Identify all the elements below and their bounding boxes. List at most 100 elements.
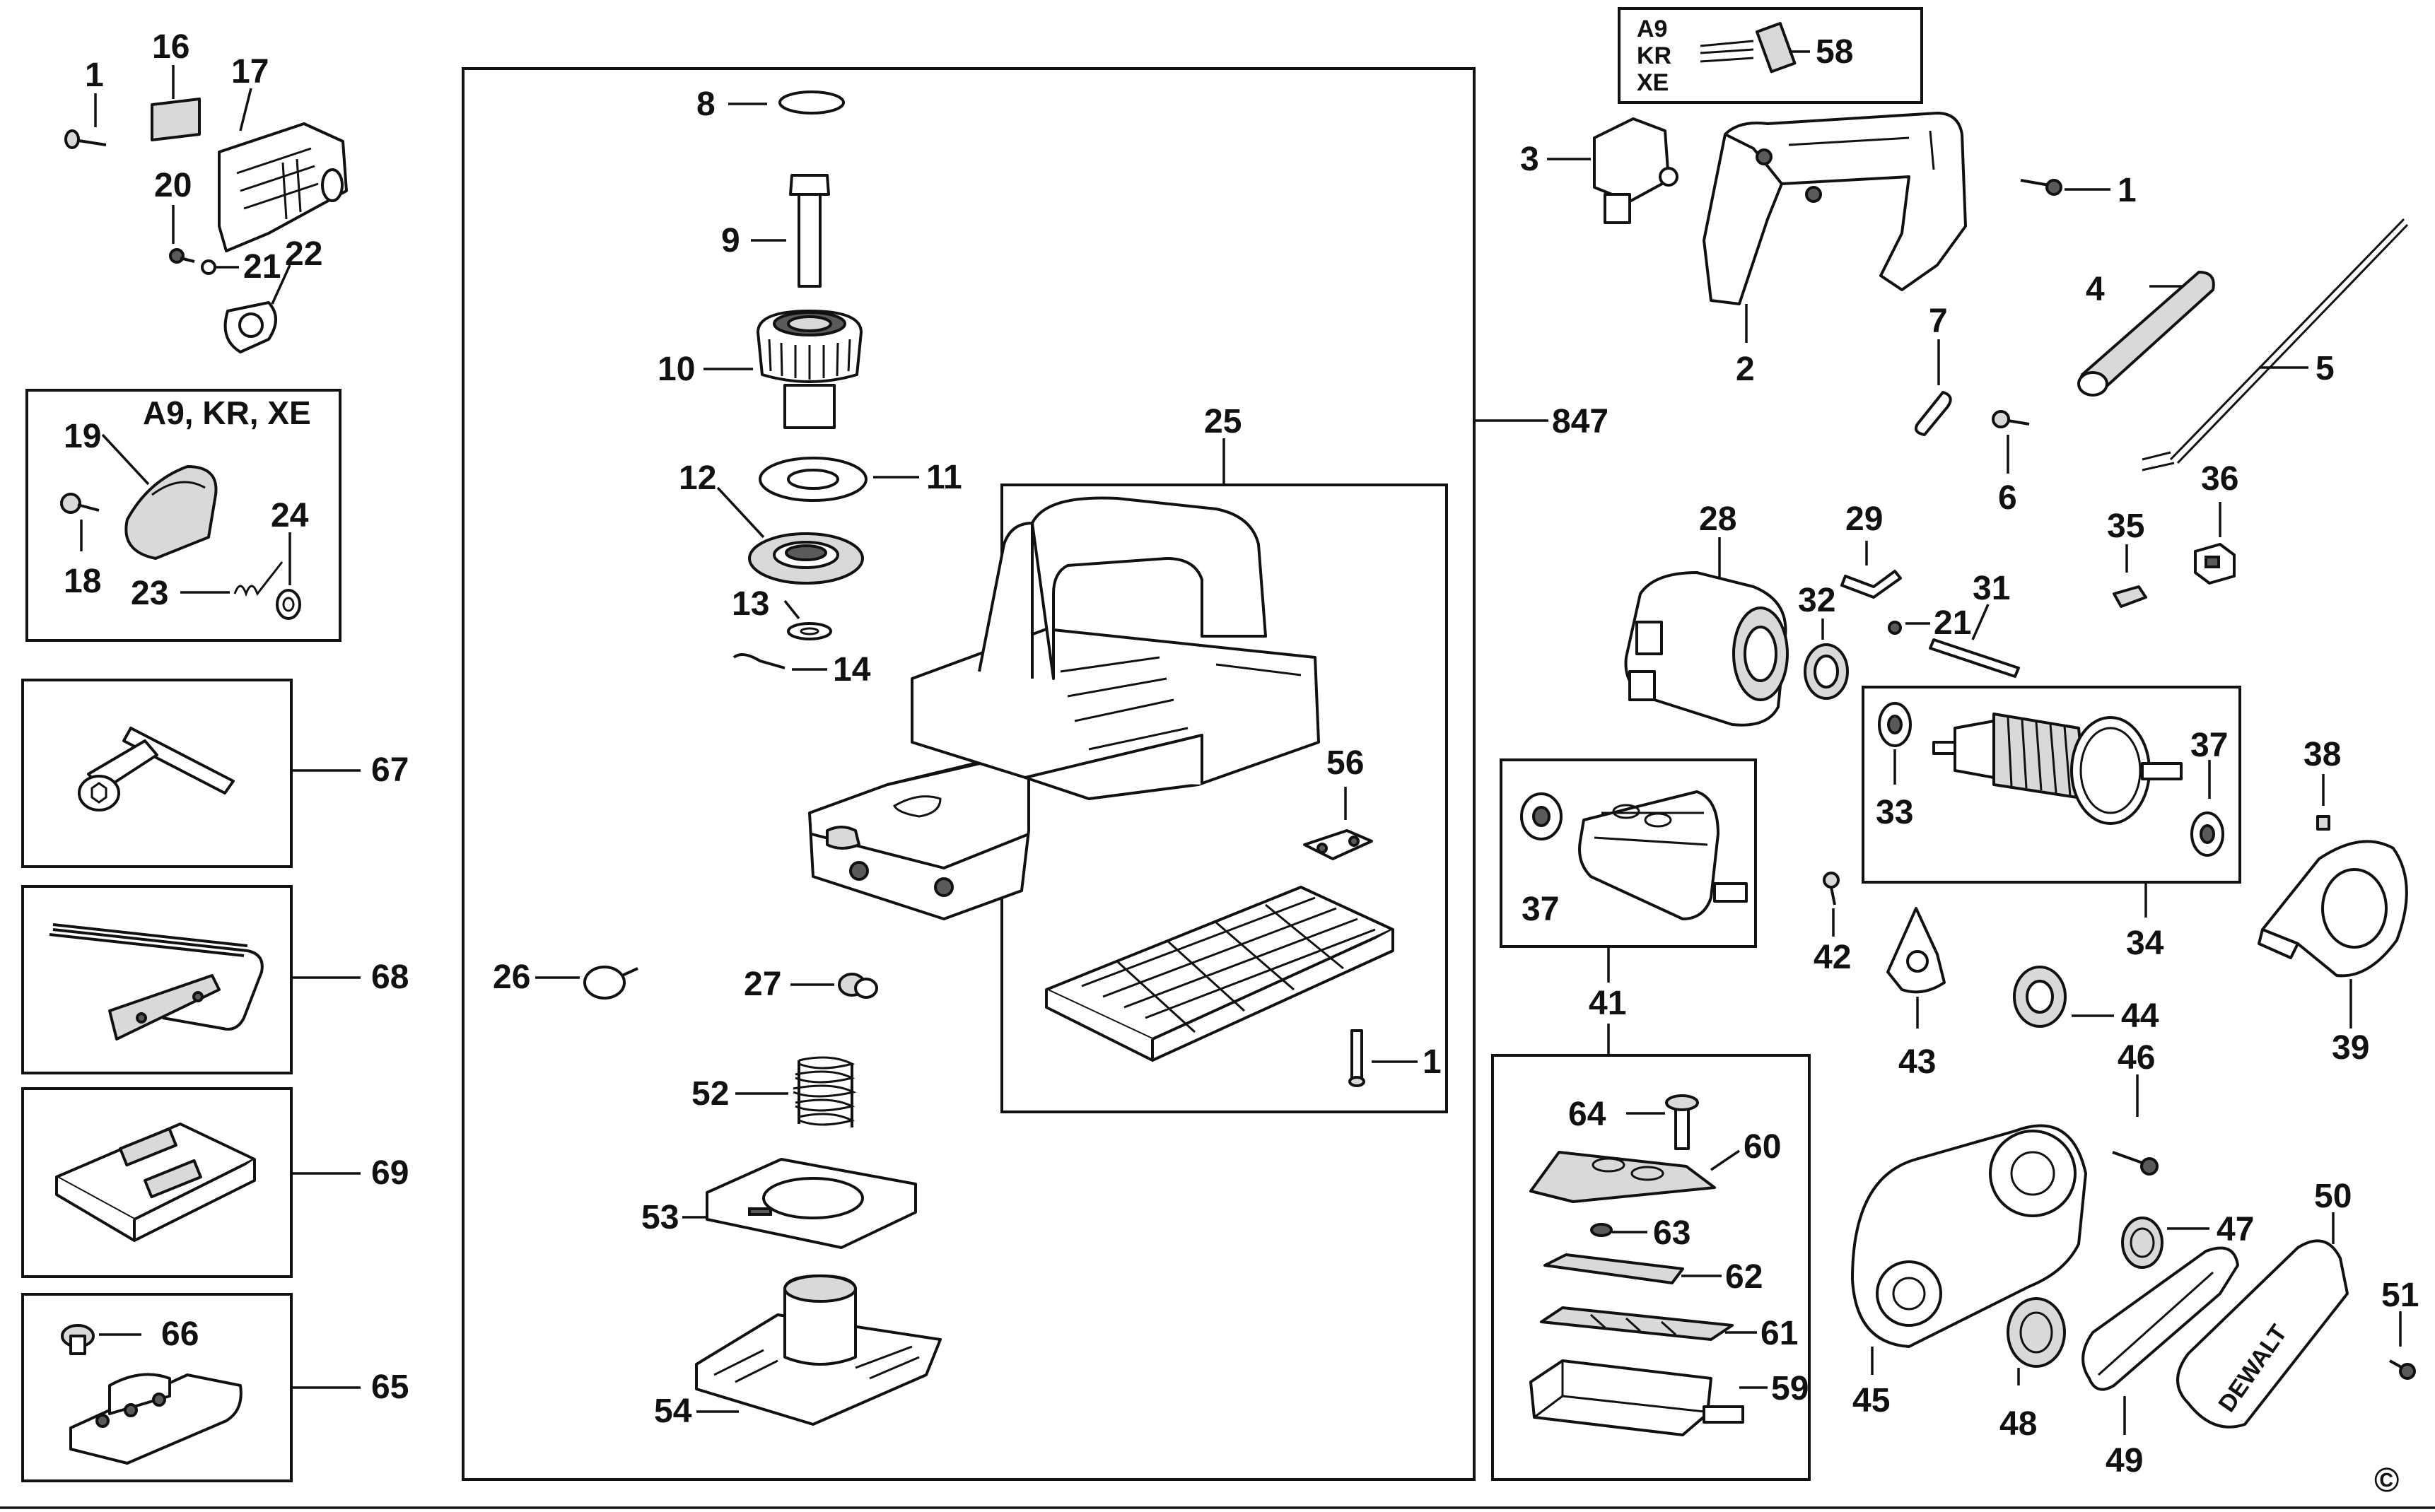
brush-35: [2113, 544, 2147, 608]
base-plate-25: [1045, 886, 1394, 1062]
part-label-18: 18: [64, 563, 101, 600]
part-label-3: 3: [1520, 141, 1539, 178]
frame-59-64: [1491, 1054, 1811, 1481]
part-label-41: 41: [1589, 985, 1626, 1022]
part-label-14: 14: [833, 651, 871, 688]
part-label-54: 54: [654, 1393, 692, 1430]
screw-63: [1590, 1223, 1647, 1237]
part-label-59: 59: [1771, 1370, 1809, 1407]
plate-53: [682, 1158, 917, 1249]
screw-20: [169, 205, 195, 264]
part-label-7: 7: [1929, 303, 1948, 340]
bearing-33: [1878, 702, 1912, 785]
part-label-66: 66: [161, 1315, 199, 1353]
knob-26: [535, 966, 638, 1000]
variant-region-label: A9, KR, XE: [143, 394, 311, 431]
screw-42: [1823, 872, 1840, 937]
frame-69: [21, 1087, 293, 1278]
part-label-10: 10: [658, 351, 695, 388]
part-label-37-34: 37: [2190, 727, 2228, 764]
part-label-21: 21: [243, 248, 281, 286]
screw-51: [2389, 1311, 2416, 1380]
part-label-68: 68: [371, 959, 409, 996]
part-label-39: 39: [2332, 1029, 2369, 1067]
bearing-32: [1804, 619, 1849, 700]
part-label-8: 8: [696, 86, 716, 123]
part-label-50: 50: [2314, 1178, 2352, 1215]
blade-setting-tool-68: [49, 923, 264, 1041]
part-label-32: 32: [1798, 582, 1835, 619]
brush-holder-36: [2194, 502, 2236, 585]
washer-11: [759, 457, 919, 502]
depth-knob-10: [703, 310, 863, 429]
part-label-25: 25: [1204, 403, 1242, 440]
screw-46: [2112, 1074, 2159, 1176]
part-label-2: 2: [1736, 351, 1755, 388]
part-label-56: 56: [1326, 744, 1364, 782]
part-label-847: 847: [1552, 403, 1608, 440]
lever-56: [1303, 787, 1373, 860]
part-label-34: 34: [2126, 925, 2164, 962]
screw-66: [61, 1324, 141, 1355]
frame-58-variant: [1618, 7, 1923, 104]
handle-2: [1703, 112, 1967, 343]
belt-cover-50: DEWALT: [2176, 1212, 2349, 1429]
bearing-12: [716, 486, 864, 585]
cord-5: [2142, 218, 2409, 471]
spring-23: [180, 561, 284, 597]
part-label-9: 9: [721, 222, 740, 259]
thermal-sensor-58: [1700, 22, 1810, 74]
part-label-23: 23: [131, 575, 168, 612]
cord-guard-4: [2077, 271, 2215, 397]
bearing-44: [2013, 966, 2114, 1028]
field-28: [1624, 537, 1789, 727]
part-label-31: 31: [1973, 570, 2010, 607]
part-label-61: 61: [1760, 1315, 1798, 1352]
frame-34: [1862, 686, 2241, 884]
part-label-58: 58: [1816, 33, 1853, 71]
variant-58-kr: KR: [1637, 42, 1671, 69]
wedge-60: [1529, 1149, 1740, 1203]
clip-7: [1915, 339, 1952, 436]
gasket-22: [223, 264, 291, 353]
screw-64: [1626, 1094, 1699, 1150]
base-54: [695, 1274, 942, 1426]
washer-21-left: [201, 259, 239, 275]
part-label-22: 22: [285, 235, 322, 273]
part-label-49: 49: [2106, 1442, 2143, 1479]
part-label-13: 13: [732, 585, 769, 623]
gear-case-45: [1851, 1124, 2087, 1375]
plate-62: [1543, 1253, 1722, 1284]
part-label-51: 51: [2381, 1277, 2419, 1314]
main-assembly-frame: [462, 67, 1476, 1481]
pulley-47: [2121, 1217, 2209, 1269]
bearing-37-in-41: [1520, 792, 1563, 840]
screw-18: [60, 493, 100, 551]
part-label-17: 17: [231, 53, 269, 90]
gasket-43: [1886, 907, 1946, 1028]
part-label-21-right: 21: [1934, 604, 1971, 642]
bearing-37-in-34: [2190, 760, 2224, 857]
part-label-33: 33: [1876, 794, 1913, 831]
part-label-67: 67: [371, 751, 409, 789]
screw-1-right: [2020, 179, 2110, 196]
part-label-6: 6: [1998, 479, 2017, 517]
brush-holder-29: [1840, 541, 1902, 599]
part-label-35: 35: [2107, 508, 2144, 545]
part-label-46: 46: [2118, 1039, 2155, 1077]
end-cover-17: [218, 88, 348, 252]
frame-41: [1500, 758, 1757, 948]
part-label-63: 63: [1653, 1214, 1691, 1252]
drum-59: [1529, 1359, 1768, 1436]
part-label-20: 20: [154, 167, 192, 204]
cutter-head-41: [1578, 790, 1748, 920]
o-ring-8: [728, 90, 845, 115]
part-label-47: 47: [2217, 1211, 2254, 1248]
bolt-9: [751, 174, 830, 288]
fan-baffle-39: [2258, 840, 2408, 1028]
part-label-4: 4: [2086, 271, 2105, 308]
variant-58-a9: A9: [1637, 16, 1667, 42]
part-label-53: 53: [641, 1199, 679, 1236]
frame-67: [21, 679, 293, 868]
